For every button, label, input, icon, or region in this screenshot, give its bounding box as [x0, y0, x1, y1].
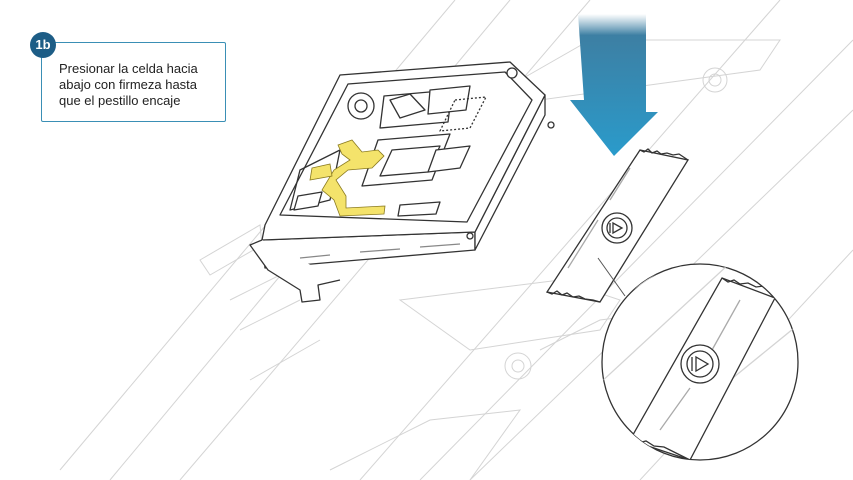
zoom-detail: [597, 257, 799, 461]
instruction-text: Presionar la celda hacia abajo con firme…: [59, 61, 198, 108]
instruction-callout: Presionar la celda hacia abajo con firme…: [41, 42, 226, 122]
step-badge: 1b: [30, 32, 56, 58]
flex-circuit-highlight: [309, 139, 386, 217]
battery-cell-module: [249, 61, 555, 303]
latch-release-icon: [680, 344, 720, 384]
down-arrow-icon: [570, 14, 658, 156]
latch-release-icon: [601, 212, 633, 244]
